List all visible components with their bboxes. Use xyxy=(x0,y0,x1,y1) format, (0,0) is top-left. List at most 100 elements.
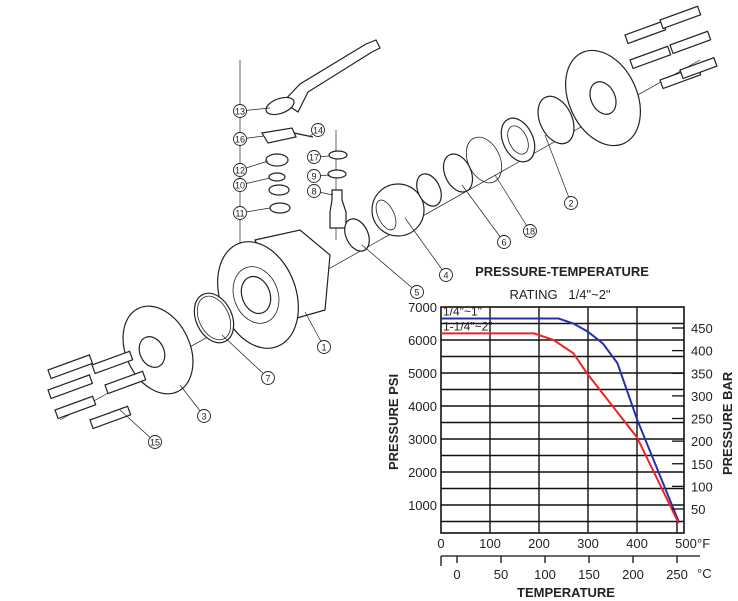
callout-circle xyxy=(439,268,453,282)
callout-6: 6 xyxy=(461,184,511,249)
callout-number: 3 xyxy=(201,412,206,422)
callout-circle xyxy=(233,163,247,177)
callout-18: 18 xyxy=(494,174,537,238)
ball xyxy=(371,183,425,237)
y2-tick-label: 100 xyxy=(691,479,713,494)
callout-circle xyxy=(233,132,247,146)
y-tick-label: 4000 xyxy=(408,399,437,414)
callout-12: 12 xyxy=(233,160,269,177)
callout-number: 14 xyxy=(313,126,323,136)
x2-tick-label: 200 xyxy=(622,567,644,582)
callout-10: 10 xyxy=(233,177,271,192)
leader-line xyxy=(544,134,572,204)
leader-line xyxy=(119,409,156,443)
callout-number: 13 xyxy=(235,107,245,117)
y-tick-label: 1000 xyxy=(408,498,437,513)
x-tick-label: 100 xyxy=(479,536,501,551)
series-line-1 xyxy=(441,332,680,524)
leader-line xyxy=(221,334,269,379)
valve-body xyxy=(217,229,331,349)
callout-number: 4 xyxy=(443,271,448,281)
x-tick-label: 300 xyxy=(577,536,599,551)
bolts-right xyxy=(624,5,718,90)
handle xyxy=(265,39,381,116)
plot-frame xyxy=(440,306,685,534)
chart-series: 1/4"~1"1-1/4"~2" xyxy=(441,305,680,524)
callout-circle xyxy=(148,435,162,449)
callout-circle xyxy=(497,235,511,249)
callout-8: 8 xyxy=(307,184,334,198)
callout-circle xyxy=(307,184,321,198)
y2-tick-label: 400 xyxy=(691,344,713,359)
callout-circle xyxy=(307,169,321,183)
series-label-1: 1-1/4"~2" xyxy=(443,319,493,333)
callout-15: 15 xyxy=(119,409,162,449)
x2-tick-label: 250 xyxy=(666,567,688,582)
callout-16: 16 xyxy=(233,132,265,146)
leader-line xyxy=(404,217,447,276)
y2-tick-label: 50 xyxy=(691,502,705,517)
callout-3: 3 xyxy=(179,384,211,423)
callout-number: 15 xyxy=(150,438,160,448)
y2-tick-label: 450 xyxy=(691,321,713,336)
callout-circle xyxy=(317,340,331,354)
callout-circle xyxy=(307,150,321,164)
y-tick-label: 2000 xyxy=(408,465,437,480)
callout-11: 11 xyxy=(233,206,271,220)
callout-14: 14 xyxy=(309,123,325,137)
callout-circle xyxy=(410,285,424,299)
series-line-0 xyxy=(441,317,680,522)
callout-number: 5 xyxy=(414,288,419,298)
bolts-left xyxy=(47,350,147,430)
leader-line xyxy=(494,174,531,232)
callout-circle xyxy=(233,104,247,118)
callout-number: 9 xyxy=(311,172,316,182)
y2-tick-label: 150 xyxy=(691,457,713,472)
callout-circle xyxy=(311,123,325,137)
callout-number: 2 xyxy=(568,199,573,209)
x-tick-label: 400 xyxy=(626,536,648,551)
x-axis-label: TEMPERATURE xyxy=(517,585,615,600)
callout-17: 17 xyxy=(307,150,331,164)
x-unit-c: °C xyxy=(697,566,712,581)
callout-number: 10 xyxy=(235,181,245,191)
y2-axis-label: PRESSURE BAR xyxy=(720,371,735,475)
y2-tick-label: 250 xyxy=(691,412,713,427)
callout-number: 6 xyxy=(501,238,506,248)
callout-circle xyxy=(233,206,247,220)
stop-plate xyxy=(261,127,297,144)
callout-number: 16 xyxy=(235,135,245,145)
stem xyxy=(329,189,347,229)
leader-line xyxy=(461,184,505,243)
callout-2: 2 xyxy=(544,134,578,210)
x2-tick-label: 100 xyxy=(534,567,556,582)
callout-number: 8 xyxy=(311,187,316,197)
y2-tick-label: 200 xyxy=(691,434,713,449)
callout-number: 17 xyxy=(309,153,319,163)
callout-number: 12 xyxy=(235,166,245,176)
leader-line xyxy=(361,244,418,293)
x2-tick-label: 0 xyxy=(453,567,460,582)
callout-circle xyxy=(261,371,275,385)
callout-4: 4 xyxy=(404,217,453,282)
pressure-temperature-chart: PRESSURE-TEMPERATURE RATING 1/4"~2" 1/4"… xyxy=(386,264,735,600)
y2-tick-label: 300 xyxy=(691,389,713,404)
series-label-0: 1/4"~1" xyxy=(443,305,482,319)
callout-number: 7 xyxy=(265,374,270,384)
x2-tick-label: 150 xyxy=(578,567,600,582)
x-unit-f: °F xyxy=(697,536,710,551)
callout-7: 7 xyxy=(221,334,275,385)
callout-circle xyxy=(197,409,211,423)
x2-tick-label: 50 xyxy=(494,567,508,582)
callout-circle xyxy=(564,196,578,210)
callout-number: 18 xyxy=(525,227,535,237)
callout-13: 13 xyxy=(233,104,271,118)
callout-1: 1 xyxy=(304,311,331,354)
callout-5: 5 xyxy=(361,244,424,299)
x-tick-label: 0 xyxy=(437,536,444,551)
y-tick-label: 3000 xyxy=(408,432,437,447)
y2-tick-label: 350 xyxy=(691,366,713,381)
